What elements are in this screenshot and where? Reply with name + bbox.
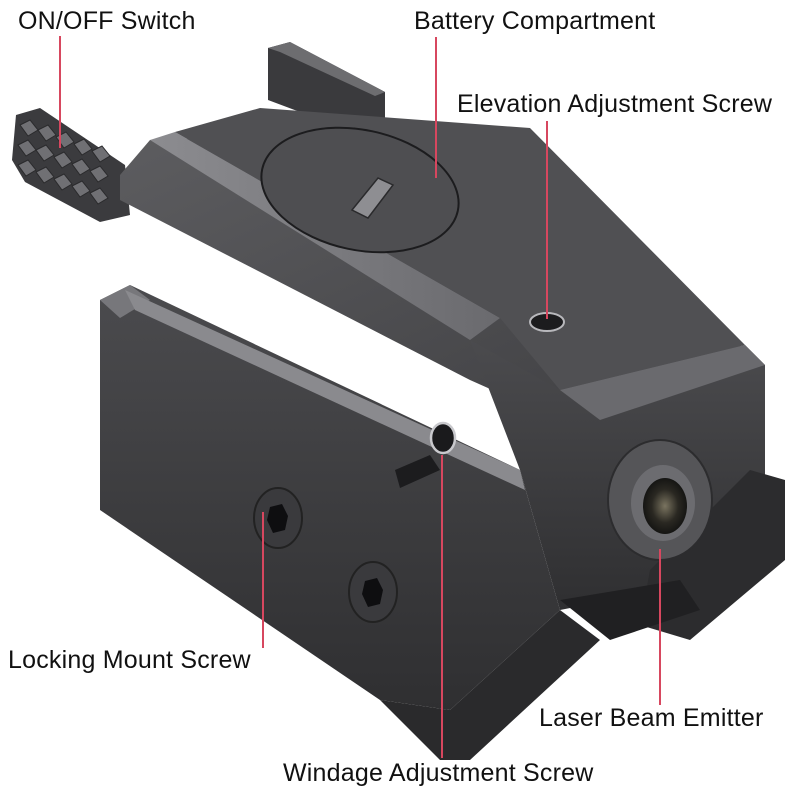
on-off-switch-graphic [12, 108, 130, 222]
leader-line-laser-emitter [659, 549, 661, 705]
leader-line-battery-compartment [435, 37, 437, 178]
leader-line-elevation-screw [546, 121, 548, 319]
label-locking-mount-screw: Locking Mount Screw [8, 646, 251, 674]
rear-rail-tab [268, 42, 385, 130]
leader-line-locking-mount-screw [262, 512, 264, 648]
label-elevation-adjustment-screw: Elevation Adjustment Screw [457, 90, 773, 118]
label-windage-adjustment-screw: Windage Adjustment Screw [283, 759, 594, 787]
laser-emitter-graphic [607, 439, 713, 561]
locking-mount-screws-graphic [253, 487, 398, 623]
leader-line-on-off-switch [59, 36, 61, 148]
label-battery-compartment: Battery Compartment [414, 7, 656, 35]
leader-line-windage-screw [441, 455, 443, 758]
label-laser-beam-emitter: Laser Beam Emitter [539, 704, 764, 732]
windage-screw-graphic [395, 421, 457, 488]
label-on-off-switch: ON/OFF Switch [18, 7, 196, 35]
battery-cap-graphic [260, 126, 460, 254]
